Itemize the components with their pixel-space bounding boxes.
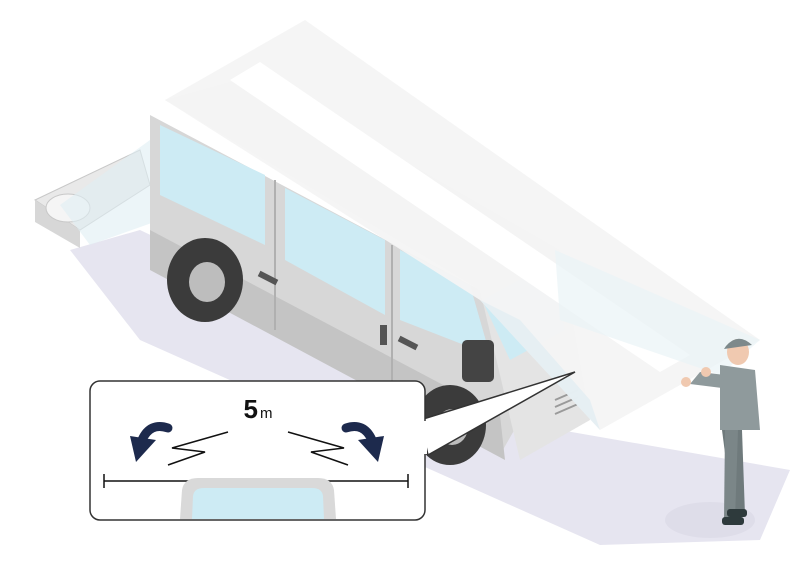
curved-arrow-left-icon (130, 422, 173, 462)
front-door-window (400, 250, 490, 355)
cover-sheet (165, 20, 760, 430)
rear-wheel (167, 238, 243, 322)
rear-window (160, 125, 265, 245)
curved-arrow-right-icon (341, 422, 384, 462)
middle-window (285, 188, 385, 315)
measurement-value: 5 (244, 394, 258, 424)
worker (681, 338, 760, 525)
callout-windshield (180, 478, 336, 519)
zigzag-icon (167, 431, 229, 466)
side-mirror (462, 340, 494, 382)
rear-cover-tray (33, 140, 160, 248)
measurement-unit: m (260, 405, 273, 422)
zigzag-icon (287, 431, 349, 466)
worker-cap (724, 338, 752, 349)
